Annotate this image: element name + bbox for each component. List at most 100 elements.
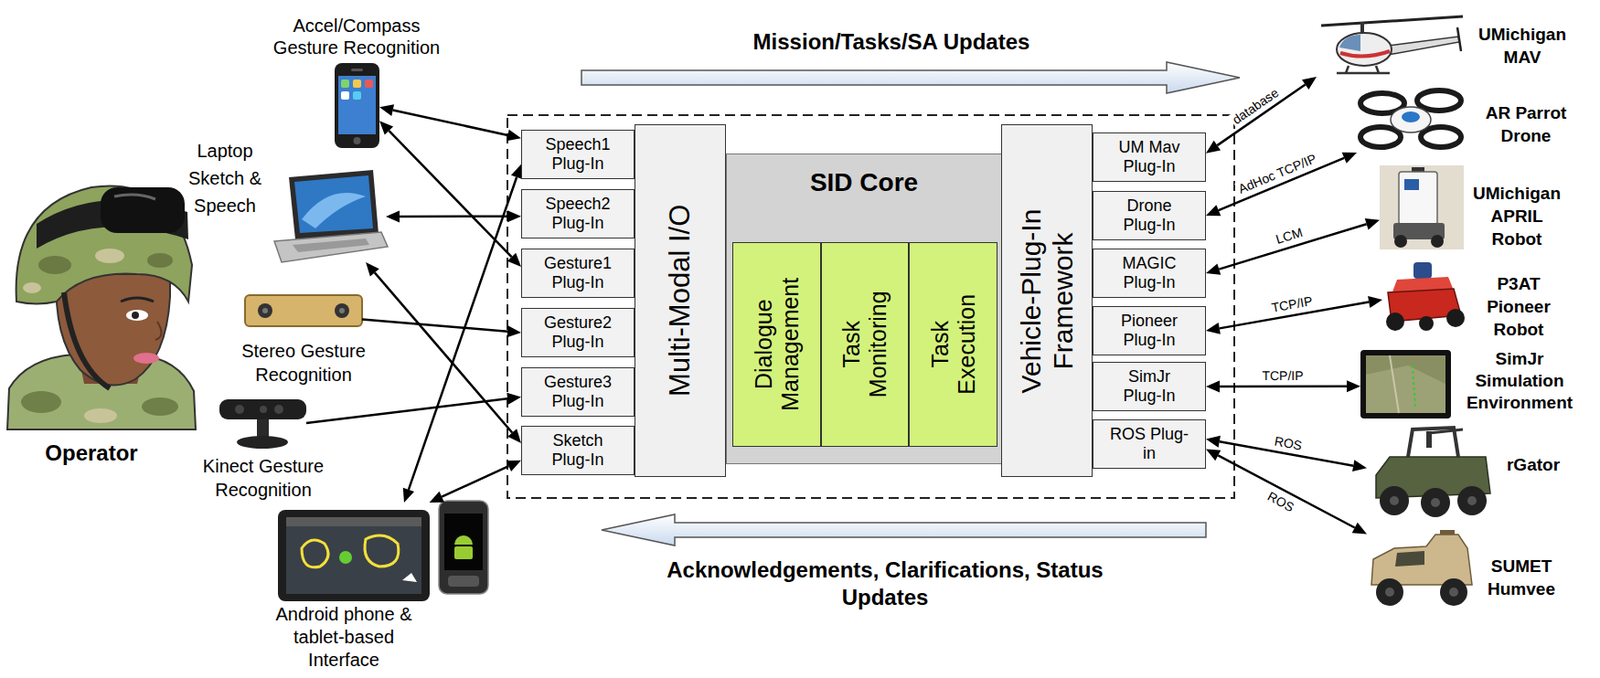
plugin-label: Gesture1 Plug-In: [536, 254, 619, 292]
plugin-box: ROS Plug-in: [1092, 419, 1206, 470]
module-box: Dialogue Management: [732, 242, 822, 448]
vehicle-node: UMichigan MAV: [1316, 10, 1468, 77]
vehicle-label: P3AT Pioneer Robot: [1468, 272, 1569, 342]
vehicle-node: AR Parrot Drone: [1356, 86, 1464, 153]
plugin-box: Gesture1 Plug-In: [521, 248, 635, 299]
connector-line: [374, 272, 512, 433]
device-label: Accel/Compass Gesture Recognition: [265, 14, 448, 59]
plugin-box: Gesture2 Plug-In: [521, 308, 635, 358]
plugin-box: Gesture3 Plug-In: [521, 367, 635, 417]
edge-label: TCP/IP: [1269, 293, 1316, 316]
system-boundary: [507, 115, 1235, 499]
connector: [403, 164, 523, 503]
device-node: Laptop Sketch & Speech: [274, 170, 386, 263]
plugin-box: Speech2 Plug-In: [521, 189, 635, 239]
connector: [1205, 152, 1357, 216]
plugin-box: Pioneer Plug-In: [1092, 306, 1206, 356]
connector: [379, 104, 522, 141]
plugin-box: Drone Plug-In: [1092, 191, 1206, 241]
phone-icon: [334, 63, 380, 149]
pioneer-robot-icon: [1386, 262, 1465, 331]
device-label: Android phone & tablet-based Interface: [266, 603, 422, 672]
vehicle-label: AR Parrot Drone: [1466, 101, 1586, 148]
quadrotor-icon: [1360, 90, 1462, 148]
connector: [429, 460, 522, 503]
plugin-label: UM Mav Plug-In: [1108, 138, 1191, 176]
arrow-head: [379, 104, 395, 117]
connector-line: [399, 214, 508, 218]
arrow-head: [507, 325, 522, 338]
humvee-icon: [1371, 530, 1472, 607]
connector-line: [408, 177, 517, 491]
arrow-head: [1301, 76, 1317, 90]
connector: [1205, 76, 1317, 154]
flow-arrow: [601, 514, 1206, 546]
flow-label: Mission/Tasks/SA Updates: [662, 29, 1120, 55]
connector: [1205, 218, 1380, 276]
edge-label: database: [1227, 84, 1283, 128]
vehicle-node: SimJr Simulation Environment: [1360, 350, 1451, 419]
connector: [362, 320, 522, 339]
device-node: Stereo Gesture Recognition: [245, 293, 363, 329]
connector-line: [388, 130, 512, 257]
connector-line: [306, 398, 508, 424]
arrow-head: [506, 129, 522, 142]
plugin-label: SimJr Plug-In: [1108, 367, 1191, 406]
plugin-box: Sketch Plug-In: [521, 426, 635, 476]
vehicle-label: UMichigan MAV: [1467, 22, 1578, 69]
vehicle-node: rGator: [1366, 426, 1495, 521]
plugin-box: SimJr Plug-In: [1092, 362, 1206, 412]
arrow-head: [1205, 263, 1221, 275]
device-node: Android phone & tablet-based Interface: [277, 502, 489, 602]
panel-label: Vehicle-Plug-In Framework: [1015, 181, 1079, 420]
arrow-head: [1346, 380, 1361, 393]
vehicle-node: SUMET Humvee: [1366, 530, 1475, 613]
plugin-label: Speech2 Plug-In: [536, 194, 619, 233]
plugin-box: MAGIC Plug-In: [1092, 248, 1206, 299]
plugin-label: MAGIC Plug-In: [1108, 254, 1191, 292]
actor-label: Operator: [0, 440, 183, 467]
arrow-head: [1205, 380, 1220, 393]
edge-label: LCM: [1272, 224, 1307, 248]
vehicle-node: UMichigan APRIL Robot: [1379, 165, 1464, 250]
arrow-head: [1205, 322, 1221, 335]
plugin-label: Drone Plug-In: [1108, 196, 1191, 235]
plugin-label: Sketch Plug-In: [536, 431, 619, 470]
vehicle-label: SUMET Humvee: [1479, 554, 1564, 601]
operator-figure: [7, 185, 196, 430]
connector-line: [1219, 385, 1347, 389]
device-node: Accel/Compass Gesture Recognition: [334, 63, 380, 149]
simulation-screen-icon: [1360, 350, 1451, 419]
arrow-head: [1367, 296, 1383, 309]
connector: [365, 262, 522, 444]
label-anchor: Mission/Tasks/SA Updates: [662, 29, 1120, 55]
module-label: Task Execution: [927, 276, 981, 414]
vehicle-label: rGator: [1501, 453, 1566, 477]
connector-line: [441, 466, 509, 498]
panel-label: Multi-Modal I/O: [663, 145, 697, 457]
plugin-label: Pioneer Plug-In: [1108, 311, 1191, 350]
arrow-head: [403, 488, 415, 503]
arrow-head: [1205, 436, 1221, 448]
arrow-head: [1352, 459, 1367, 472]
arrow-head: [1205, 140, 1221, 154]
connector: [306, 393, 522, 424]
arrow-head: [506, 393, 522, 406]
edge-label: ROS: [1263, 487, 1299, 515]
tablet-phone-icon: [277, 501, 489, 602]
module-label: Task Monitoring: [838, 276, 892, 414]
vehicle-label: UMichigan APRIL Robot: [1468, 181, 1566, 251]
module-label: Dialogue Management: [750, 265, 804, 426]
arrow-head: [385, 210, 400, 223]
plugin-box: Speech1 Plug-In: [521, 129, 635, 180]
connector: [379, 120, 522, 267]
plugin-label: Gesture3 Plug-In: [536, 373, 619, 411]
device-label: Stereo Gesture Recognition: [221, 339, 386, 387]
io-panel: Multi-Modal I/O: [634, 124, 726, 478]
plugin-box: UM Mav Plug-In: [1092, 132, 1206, 182]
plugin-label: ROS Plug-in: [1108, 425, 1191, 463]
core-title: SID Core: [726, 154, 1002, 199]
label-anchor: Acknowledgements, Clarifications, Status…: [647, 556, 1123, 612]
flow-label: Acknowledgements, Clarifications, Status…: [647, 556, 1123, 612]
